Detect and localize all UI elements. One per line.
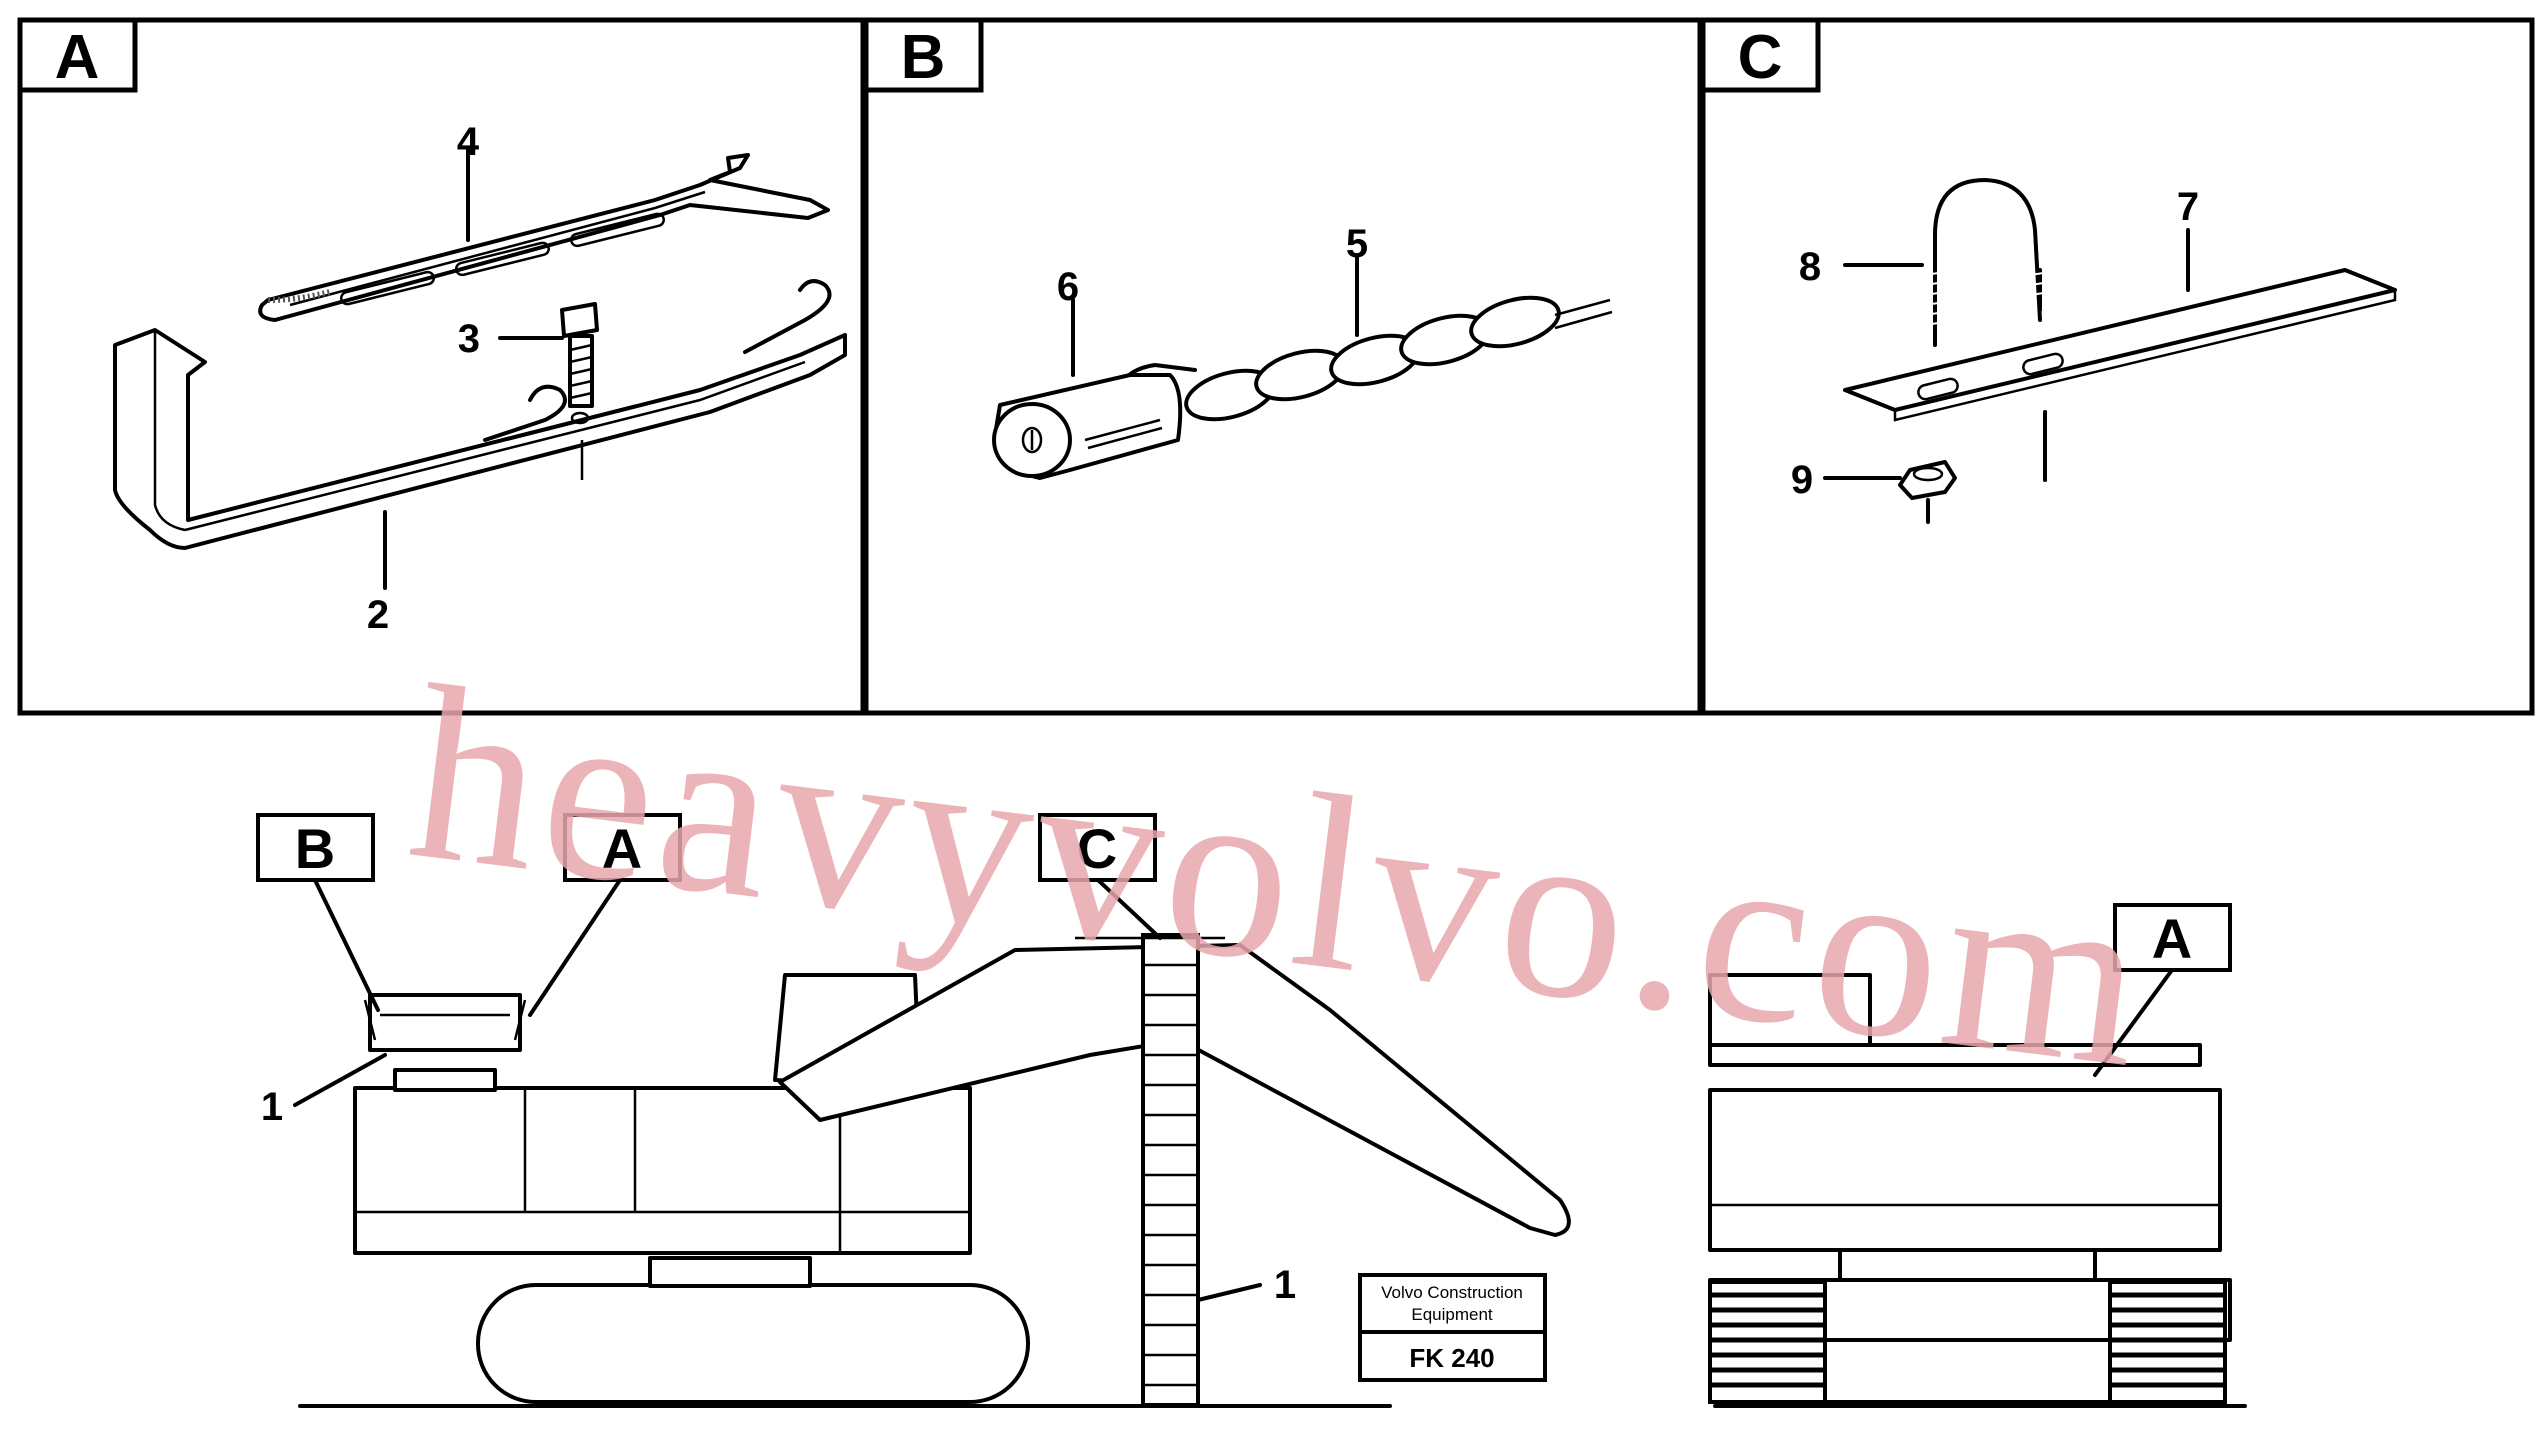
callout-a-right: A — [2152, 907, 2192, 970]
excavator-rear-view: A — [1708, 903, 2247, 1408]
flat-bar-part — [1843, 268, 2397, 422]
panel-b-letter: B — [901, 23, 946, 92]
excavator-side-view: B A C 1 1 — [256, 813, 1571, 1408]
label-3: 3 — [458, 317, 480, 361]
panel-a-tab — [17, 17, 138, 93]
panel-c-letter: C — [1738, 23, 1783, 92]
label-6: 6 — [1057, 265, 1079, 309]
label-1-cab: 1 — [261, 1085, 283, 1129]
slotted-strap-part — [258, 153, 830, 322]
callout-a-left-box — [563, 813, 682, 882]
label-4: 4 — [457, 120, 480, 164]
label-2: 2 — [367, 593, 389, 637]
callout-c: C — [1077, 817, 1117, 880]
callout-b: B — [295, 817, 335, 880]
plate-code: FK 240 — [1409, 1343, 1494, 1373]
panel-a-letter: A — [55, 23, 100, 92]
callout-a-left: A — [602, 817, 642, 880]
bracket-part — [113, 279, 847, 550]
plate-line-2: Equipment — [1411, 1305, 1493, 1324]
label-8: 8 — [1799, 245, 1821, 289]
bolt-part — [560, 302, 599, 480]
panel-c: C 7 8 9 — [1700, 17, 2535, 716]
callout-a-right-box — [2113, 903, 2232, 972]
u-bolt-part — [1924, 178, 2051, 482]
panel-b: B 6 5 — [863, 17, 1703, 716]
panel-b-tab — [863, 17, 984, 93]
label-5: 5 — [1346, 222, 1368, 266]
callout-c-box — [1038, 813, 1157, 882]
ladder — [1075, 933, 1225, 1407]
panel-a: A 4 3 — [17, 17, 866, 716]
label-7: 7 — [2177, 185, 2199, 229]
label-1-ladder: 1 — [1274, 1263, 1296, 1307]
label-9: 9 — [1791, 458, 1813, 502]
nut-part — [1898, 460, 1957, 524]
callout-b-box — [256, 813, 375, 882]
panel-c-tab — [1700, 17, 1821, 93]
chain-part — [1184, 295, 1613, 422]
plate-line-1: Volvo Construction — [1381, 1283, 1523, 1302]
model-plate: Volvo Construction Equipment FK 240 — [1358, 1273, 1547, 1382]
padlock-part — [992, 363, 1197, 480]
